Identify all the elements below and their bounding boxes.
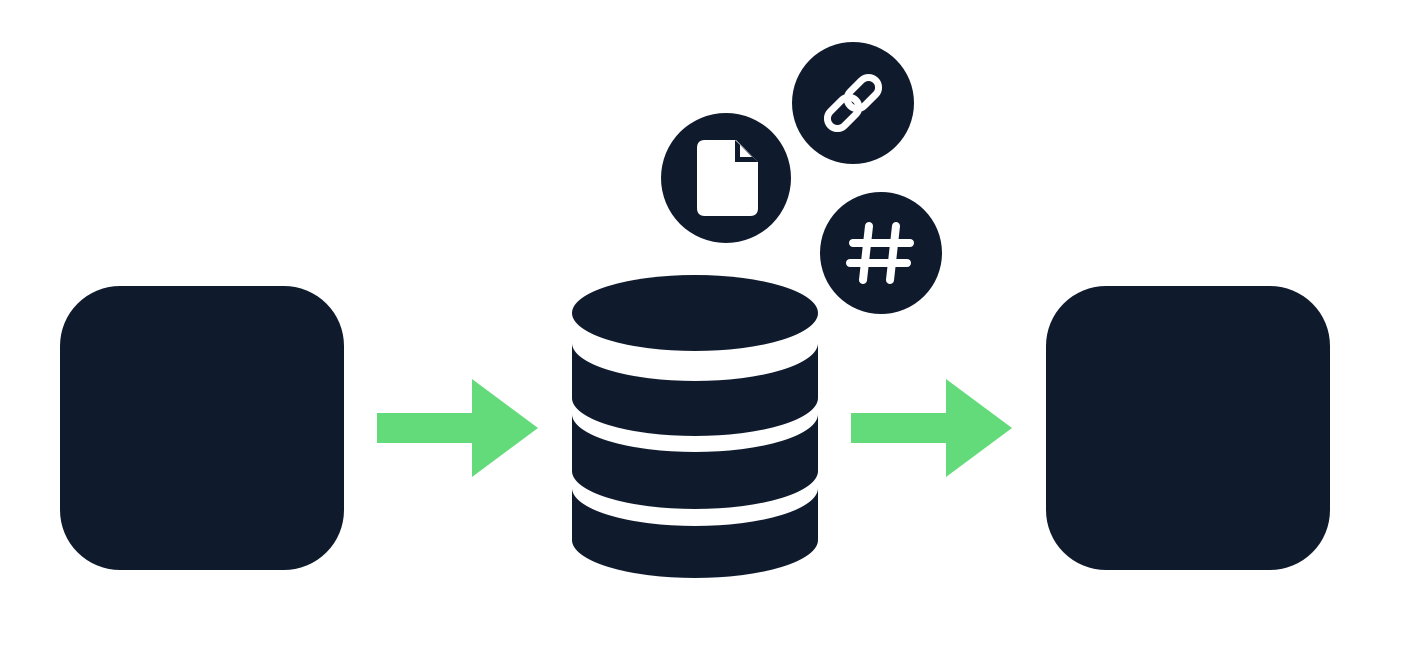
source-block — [60, 286, 344, 570]
hashtag-badge — [820, 192, 942, 314]
output-block — [1046, 286, 1330, 570]
hashtag-icon — [846, 222, 914, 284]
link-badge — [792, 42, 914, 164]
arrow-right-icon — [851, 379, 1012, 477]
arrow-right-icon — [377, 379, 538, 477]
database-icon — [572, 275, 818, 578]
document-badge — [661, 113, 791, 243]
document-icon — [697, 140, 758, 216]
